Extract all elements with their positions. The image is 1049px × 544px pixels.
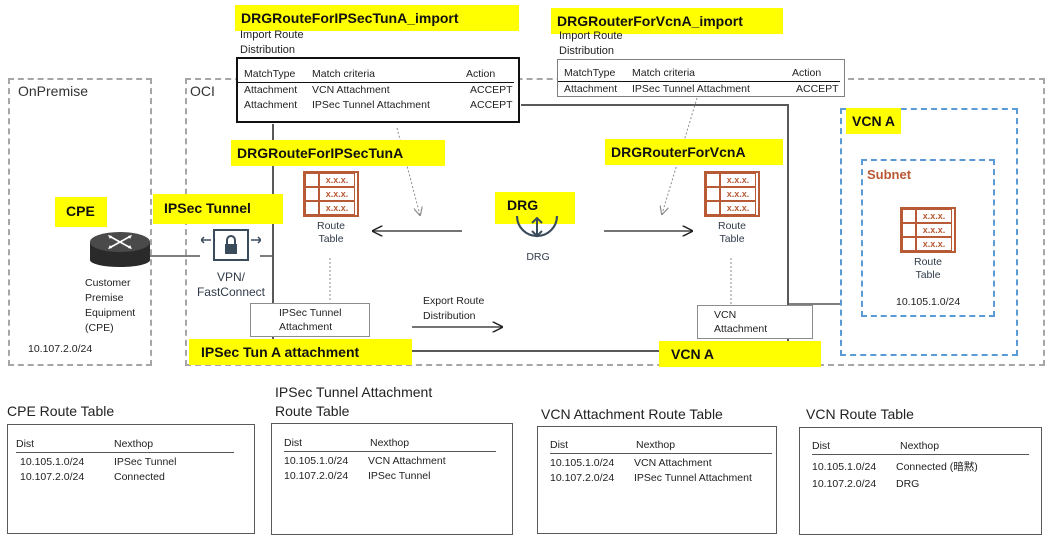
import-ipsec-dist-line2: Distribution bbox=[240, 44, 296, 56]
import-ipsec-policy-row: Attachment IPSec Tunnel Attachment ACCEP… bbox=[238, 98, 518, 113]
route-table-caption: Route Table bbox=[316, 220, 346, 245]
import-ipsec-policy-row: Attachment VCN Attachment ACCEPT bbox=[238, 83, 518, 98]
drg-edge-top bbox=[521, 104, 789, 106]
vcn-attach-route-table: Dist Nexthop 10.105.1.0/24 VCN Attachmen… bbox=[537, 426, 777, 534]
subnet-title: Subnet bbox=[867, 167, 912, 182]
cpe-cidr: 10.107.2.0/24 bbox=[28, 343, 93, 355]
policy-header-action: Action bbox=[466, 68, 496, 80]
rt-header: Dist Nexthop bbox=[812, 439, 1029, 455]
oci-title: OCI bbox=[190, 83, 215, 99]
import-ipsec-label: DRGRouteForIPSecTunA_import bbox=[235, 5, 519, 31]
cpe-label: CPE bbox=[55, 197, 107, 227]
onpremise-title: OnPremise bbox=[18, 83, 89, 99]
import-vcn-policy-header: MatchType Match criteria Action bbox=[558, 66, 840, 82]
cpe-rt-title: CPE Route Table bbox=[7, 403, 115, 419]
rt-row: 10.105.1.0/24 VCN Attachment bbox=[550, 457, 712, 469]
policy-type: Attachment bbox=[244, 84, 298, 96]
vcn-attach-to-vcn bbox=[789, 303, 840, 305]
policy-criteria: IPSec Tunnel Attachment bbox=[312, 99, 430, 111]
rt-row: 10.107.2.0/24 Connected bbox=[20, 471, 165, 483]
policy-header-criteria: Match criteria bbox=[312, 68, 376, 80]
cpe-vpn-link bbox=[150, 255, 200, 257]
import-vcn-dist-label: Import Route Distribution bbox=[559, 29, 623, 59]
drg-rt-ipsec-label: DRGRouteForIPSecTunA bbox=[231, 140, 445, 166]
ipsec-route-table: x.x.x. x.x.x. x.x.x. Route Table bbox=[303, 171, 359, 246]
export-dist-label: Export Route Distribution bbox=[423, 295, 485, 322]
policy-action: ACCEPT bbox=[470, 99, 513, 111]
cpe-name: Customer Premise Equipment (CPE) bbox=[85, 277, 136, 334]
vpn-name: VPN/ FastConnect bbox=[196, 270, 266, 299]
import-vcn-policy-box: MatchType Match criteria Action Attachme… bbox=[557, 59, 845, 97]
import-ipsec-dotted bbox=[396, 127, 420, 215]
policy-header-action: Action bbox=[792, 67, 822, 79]
rt-row: 10.107.2.0/24 IPSec Tunnel bbox=[284, 470, 431, 482]
import-ipsec-dist-line1: Import Route bbox=[240, 29, 304, 41]
policy-type: Attachment bbox=[244, 99, 298, 111]
cpe-route-table: Dist Nexthop 10.105.1.0/24 IPSec Tunnel … bbox=[7, 424, 255, 534]
drg-rt-vcn-label: DRGRouterForVcnA bbox=[605, 139, 783, 165]
vcn-attachment-box: VCN Attachment bbox=[697, 305, 813, 339]
drg-edge-right bbox=[787, 104, 789, 352]
route-table-caption: Route Table bbox=[913, 256, 943, 281]
policy-header-type: MatchType bbox=[564, 67, 616, 79]
rt-row: 10.107.2.0/24 DRG bbox=[812, 478, 920, 490]
import-vcn-dist-line1: Import Route bbox=[559, 30, 623, 42]
policy-action: ACCEPT bbox=[796, 83, 839, 95]
router-icon bbox=[90, 232, 150, 267]
route-table-caption: Route Table bbox=[717, 220, 747, 245]
route-table-icon: x.x.x. x.x.x. x.x.x. bbox=[704, 171, 760, 217]
vpn-drg-link bbox=[260, 255, 274, 257]
drg-icon bbox=[515, 216, 559, 238]
vcn-rt-title: VCN Route Table bbox=[806, 406, 914, 422]
policy-criteria: VCN Attachment bbox=[312, 84, 390, 96]
rt-row: 10.105.1.0/24 Connected (暗黙) bbox=[812, 461, 978, 473]
rt-row: 10.105.1.0/24 VCN Attachment bbox=[284, 455, 446, 467]
ipsec-attachment-box: IPSec Tunnel Attachment bbox=[250, 303, 370, 337]
vcn-title: VCN A bbox=[846, 108, 902, 134]
ipsec-tunnel-label: IPSec Tunnel bbox=[153, 194, 283, 224]
import-vcn-dist-line2: Distribution bbox=[559, 45, 615, 57]
drg-name: DRG bbox=[526, 251, 550, 263]
policy-action: ACCEPT bbox=[470, 84, 513, 96]
vcn-attach-rt-title: VCN Attachment Route Table bbox=[541, 406, 723, 422]
route-table-icon: x.x.x. x.x.x. x.x.x. bbox=[900, 207, 956, 253]
rt-header: Dist Nexthop bbox=[284, 436, 496, 452]
ipsec-rt-title: IPSec Tunnel Attachment Route Table bbox=[275, 384, 433, 419]
ipsec-attachment-hl: IPSec Tun A attachment bbox=[189, 339, 412, 365]
import-vcn-policy-row: Attachment IPSec Tunnel Attachment ACCEP… bbox=[558, 82, 844, 97]
import-vcn-label: DRGRouterForVcnA_import bbox=[551, 8, 783, 34]
vpn-icon bbox=[201, 229, 261, 261]
subnet-area bbox=[861, 159, 995, 317]
rt-row: 10.107.2.0/24 IPSec Tunnel Attachment bbox=[550, 472, 752, 484]
import-ipsec-dist-label: Import Route Distribution bbox=[240, 28, 304, 58]
drg-edge-left bbox=[272, 124, 274, 352]
subnet-route-table: x.x.x. x.x.x. x.x.x. Route Table bbox=[900, 207, 956, 282]
subnet-cidr: 10.105.1.0/24 bbox=[896, 296, 961, 308]
import-ipsec-policy-header: MatchType Match criteria Action bbox=[238, 67, 514, 83]
vcn-attachment-hl: VCN A bbox=[659, 341, 821, 367]
policy-criteria: IPSec Tunnel Attachment bbox=[632, 83, 750, 95]
policy-header-criteria: Match criteria bbox=[632, 67, 696, 79]
rt-header: Dist Nexthop bbox=[550, 438, 772, 454]
ipsec-route-table-list: Dist Nexthop 10.105.1.0/24 VCN Attachmen… bbox=[271, 423, 513, 535]
drg-edge-bottom bbox=[272, 350, 789, 352]
import-ipsec-policy-box: MatchType Match criteria Action Attachme… bbox=[236, 57, 520, 123]
onpremise-area bbox=[8, 78, 152, 366]
vcn-drg-route-table: x.x.x. x.x.x. x.x.x. Route Table bbox=[704, 171, 760, 246]
route-table-icon: x.x.x. x.x.x. x.x.x. bbox=[303, 171, 359, 217]
vcn-area bbox=[840, 108, 1018, 356]
policy-type: Attachment bbox=[564, 83, 618, 95]
rt-row: 10.105.1.0/24 IPSec Tunnel bbox=[20, 456, 177, 468]
policy-header-type: MatchType bbox=[244, 68, 296, 80]
rt-header: Dist Nexthop bbox=[16, 437, 234, 453]
vcn-route-table-list: Dist Nexthop 10.105.1.0/24 Connected (暗黙… bbox=[799, 427, 1042, 535]
